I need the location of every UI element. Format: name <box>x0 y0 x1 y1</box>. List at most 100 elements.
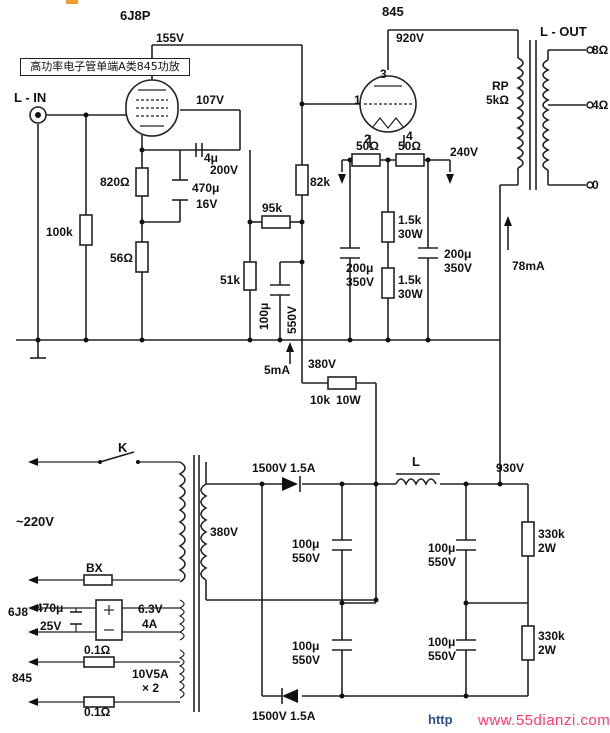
label-rect-top: 1500V 1.5A <box>252 461 316 475</box>
value-r51k: 51k <box>220 273 240 287</box>
value-r820: 820Ω <box>100 175 130 189</box>
label-rp-value: 5kΩ <box>486 93 509 107</box>
label-l-in: L - IN <box>14 90 46 105</box>
value-cf4-b: 550V <box>428 649 456 663</box>
label-845: 845 <box>382 4 404 19</box>
label-heater-63v: 6.3V <box>138 602 163 616</box>
watermark-url[interactable]: www.55dianzi.com <box>478 712 610 729</box>
diodes <box>281 476 301 704</box>
value-c200a-a: 200μ <box>346 261 373 275</box>
label-107v: 107V <box>196 93 224 107</box>
corner-mark <box>66 0 78 4</box>
label-l-out: L - OUT <box>540 24 587 39</box>
switch-k <box>98 451 140 464</box>
value-cf2-b: 550V <box>428 555 456 569</box>
value-r330a-a: 330k <box>538 527 565 541</box>
value-r01b: 0.1Ω <box>84 705 111 719</box>
value-cf4-a: 100μ <box>428 635 455 649</box>
resistor-330k-a <box>521 521 535 557</box>
watermark-prefix[interactable]: http <box>428 712 453 727</box>
diagram-title: 高功率电子管单端A类845功放 <box>20 58 190 76</box>
resistor-820 <box>135 167 149 197</box>
label-rp: RP <box>492 79 509 93</box>
fuse-bx <box>83 574 113 586</box>
junction-dots <box>35 101 503 699</box>
resistor-95k <box>261 215 291 229</box>
value-c200b-a: 200μ <box>444 247 471 261</box>
label-tap-4: 4Ω <box>592 98 609 112</box>
label-5ma: 5mA <box>264 363 290 377</box>
value-c100-b: 550V <box>285 306 299 334</box>
value-cf1-b: 550V <box>292 551 320 565</box>
label-240v: 240V <box>450 145 478 159</box>
resistor-1k5-b <box>381 267 395 299</box>
label-155v: 155V <box>156 31 184 45</box>
value-r56: 56Ω <box>110 251 133 265</box>
value-c200b-b: 350V <box>444 261 472 275</box>
label-heater-4a: 4A <box>142 617 158 631</box>
power-transformer <box>178 455 208 712</box>
label-rect-bot: 1500V 1.5A <box>252 709 316 723</box>
value-r50a: 50Ω <box>356 139 379 153</box>
label-6j8p: 6J8P <box>120 8 151 23</box>
label-380v-b: 380V <box>210 525 238 539</box>
resistor-100k <box>79 214 93 246</box>
label-heater-10v5: 10V5A <box>132 667 169 681</box>
value-r330b-a: 330k <box>538 629 565 643</box>
choke-l <box>395 473 440 486</box>
resistor-51k <box>243 261 257 291</box>
value-c470h-a: 470μ <box>36 601 63 615</box>
resistor-50-b <box>395 153 425 167</box>
resistor-10k <box>327 376 357 390</box>
label-pin-4: 4 <box>406 129 413 143</box>
label-tap-8: 8Ω <box>592 43 609 57</box>
value-r10k-a: 10k <box>310 393 330 407</box>
value-cf3-b: 550V <box>292 653 320 667</box>
label-pin-3: 3 <box>380 67 387 81</box>
value-r01a: 0.1Ω <box>84 643 111 657</box>
value-c470h-b: 25V <box>40 619 61 633</box>
value-cf3-a: 100μ <box>292 639 319 653</box>
input-jack <box>29 106 47 124</box>
value-r82k: 82k <box>310 175 330 189</box>
label-fuse-bx: BX <box>86 561 103 575</box>
label-78ma: 78mA <box>512 259 545 273</box>
value-r1k5b-a: 1.5k <box>398 273 422 287</box>
resistor-82k <box>295 164 309 196</box>
resistor-330k-b <box>521 625 535 661</box>
terminal-arrows <box>28 174 512 706</box>
value-c470-a: 470μ <box>192 181 219 195</box>
capacitors <box>70 143 476 651</box>
value-c100-a: 100μ <box>257 303 271 330</box>
value-r100k: 100k <box>46 225 73 239</box>
output-transformer <box>516 40 594 190</box>
value-c4u-a: 4μ <box>204 151 218 165</box>
value-c200a-b: 350V <box>346 275 374 289</box>
value-cf1-a: 100μ <box>292 537 319 551</box>
value-r1k5a-b: 30W <box>398 227 423 241</box>
label-heater-845: 845 <box>12 671 32 685</box>
label-930v: 930V <box>496 461 524 475</box>
value-cf2-a: 100μ <box>428 541 455 555</box>
labels: 6J8P 845 155V 107V 920V 240V L - IN L - … <box>8 4 609 723</box>
label-choke-l: L <box>412 454 420 469</box>
value-r1k5b-b: 30W <box>398 287 423 301</box>
label-tap-0: 0 <box>592 178 599 192</box>
heater-bridge <box>95 599 123 641</box>
resistor-01-a <box>83 656 115 668</box>
label-switch-k: K <box>118 440 128 455</box>
label-380v-a: 380V <box>308 357 336 371</box>
resistor-1k5-a <box>381 211 395 243</box>
value-r10k-b: 10W <box>336 393 361 407</box>
value-r95k: 95k <box>262 201 282 215</box>
label-920v: 920V <box>396 31 424 45</box>
rotated-labels: 100μ 550V <box>257 303 299 334</box>
resistors <box>79 153 535 708</box>
tube-845 <box>359 75 417 133</box>
tube-6j8p <box>125 79 179 137</box>
resistor-01-b <box>83 696 115 708</box>
value-c4u-b: 200V <box>210 163 238 177</box>
resistor-56 <box>135 241 149 273</box>
label-heater-6j8: 6J8 <box>8 605 28 619</box>
